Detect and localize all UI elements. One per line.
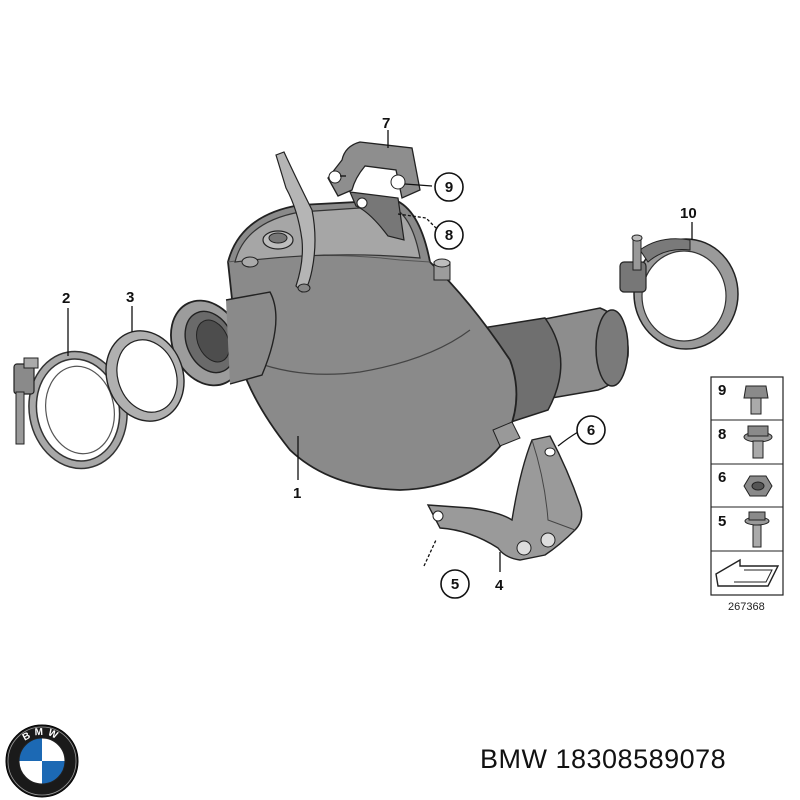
callout-label-9: 9 [445,179,453,196]
callout-circle-9: 9 [434,172,464,202]
callout-label-7: 7 [382,115,390,132]
gasket-part-3 [105,330,185,422]
clamp-band-part-10 [619,234,739,350]
hex-bolt-icon [743,385,769,415]
callout-circle-8: 8 [434,220,464,250]
legend-row-label: 9 [718,382,726,399]
callout-label-3: 3 [126,289,134,306]
callout-label-8: 8 [445,227,453,244]
callout-label-6: 6 [587,422,595,439]
callout-label-2: 2 [62,290,70,307]
bmw-logo: BMW [5,724,79,798]
reference-code: 267368 [728,601,765,613]
collar-screw-icon [744,511,770,548]
leader-lines [67,130,693,572]
part-number-caption: BMW 18308589078 [480,744,727,774]
bracket-part-7 [327,141,421,241]
callout-circle-5: 5 [440,569,470,599]
callout-label-10: 10 [680,205,697,222]
callout-label-4: 4 [495,577,504,594]
callout-label-5: 5 [451,576,459,593]
fastener-legend: 9 8 6 5 267368 [710,376,784,613]
flange-bolt-icon [743,425,773,459]
orientation-arrow-icon [715,558,780,587]
callout-label-1: 1 [293,485,301,502]
hex-nut-icon [743,475,773,497]
legend-row-label: 6 [718,469,726,486]
legend-row-label: 5 [718,513,726,530]
converter-part-1 [170,151,629,491]
callout-circle-6: 6 [576,415,606,445]
legend-row-label: 8 [718,426,726,443]
bracket-part-4 [426,435,583,561]
